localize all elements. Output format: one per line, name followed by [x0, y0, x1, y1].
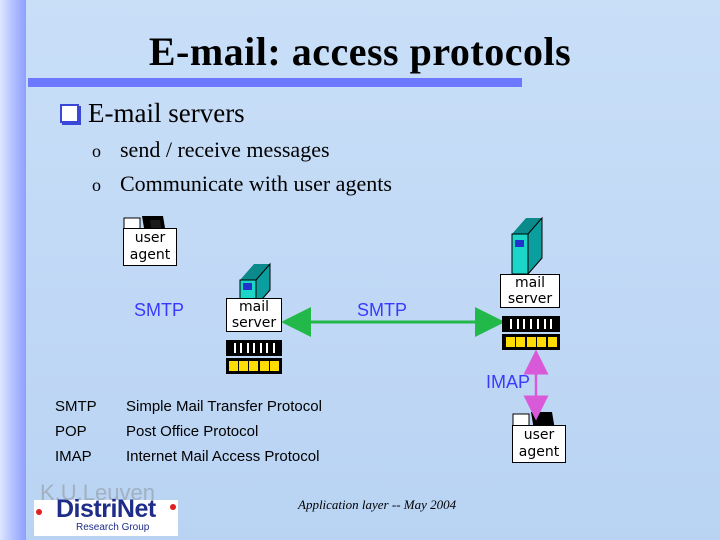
glossary-abbr: POP: [55, 423, 87, 440]
red-dot-icon: [170, 504, 176, 510]
imap-label: IMAP: [486, 372, 531, 392]
red-dot-icon: [36, 509, 42, 515]
mailbox-queue: [502, 334, 560, 350]
server-tower-icon: [511, 216, 543, 276]
main-bullet-text: E-mail servers: [88, 98, 245, 128]
checkbox-bullet-icon: [60, 104, 79, 123]
user-agent-top: user agent: [123, 228, 177, 266]
glossary-full: Post Office Protocol: [126, 423, 259, 440]
footer-text: Application layer -- May 2004: [298, 497, 457, 512]
smtp-label-middle: SMTP: [357, 300, 408, 320]
circle-bullet-icon: o: [92, 141, 101, 161]
glossary-abbr: IMAP: [55, 448, 92, 465]
research-group-text: Research Group: [76, 522, 150, 533]
mail-server-left: mail server: [226, 298, 282, 332]
left-decor-bar: [0, 0, 26, 540]
smtp-label-left: SMTP: [134, 300, 185, 320]
glossary-abbr: SMTP: [55, 398, 97, 415]
glossary-full: Internet Mail Access Protocol: [126, 448, 320, 465]
message-queue: [226, 340, 282, 356]
main-bullet: E-mail servers: [60, 98, 245, 129]
circle-bullet-icon: o: [92, 175, 101, 195]
distrinet-logo: K.U.Leuven DistriNet Research Group: [34, 478, 178, 538]
distrinet-name: DistriNet: [56, 495, 156, 523]
slide-title: E-mail: access protocols: [148, 29, 572, 74]
user-agent-bottom: user agent: [512, 425, 566, 463]
glossary-full: Simple Mail Transfer Protocol: [126, 398, 322, 415]
mailbox-queue: [226, 358, 282, 374]
title-underline: [28, 78, 522, 87]
message-queue: [502, 316, 560, 332]
mail-server-right: mail server: [500, 274, 560, 308]
